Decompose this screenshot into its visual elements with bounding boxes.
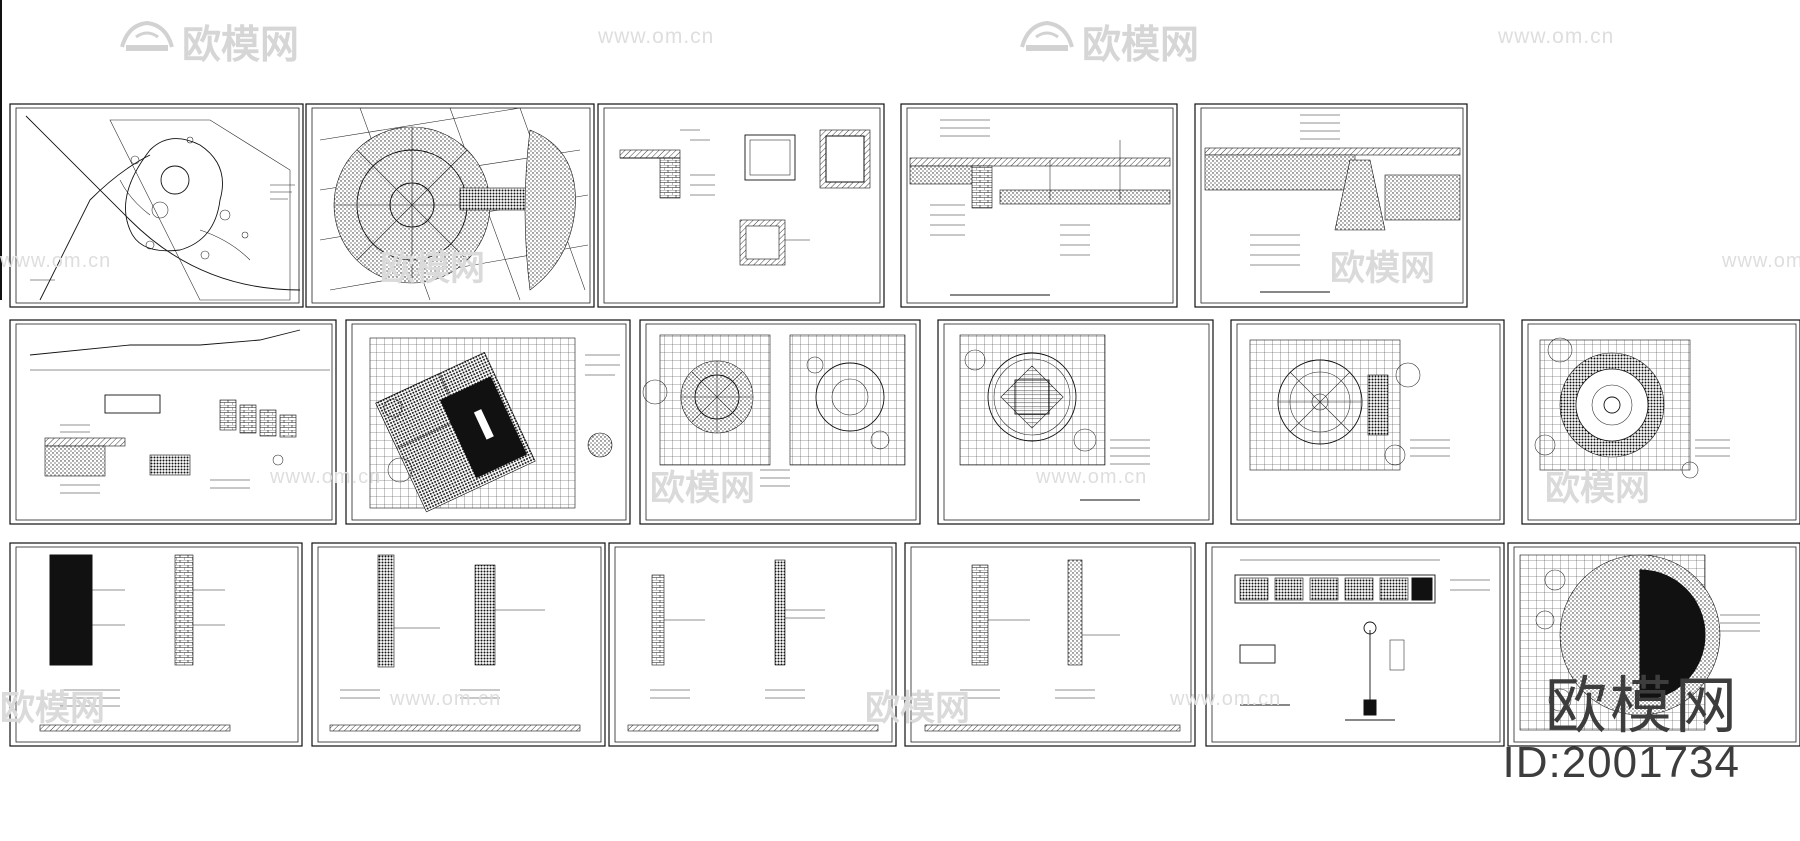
watermark-brand: 欧模网 xyxy=(0,689,106,729)
sheet-circle-spoke xyxy=(1230,319,1505,525)
watermark-url: www.om.cn xyxy=(1498,25,1615,48)
watermark-url: www.om.cn xyxy=(270,466,382,488)
stamp-id: ID:2001734 xyxy=(1502,738,1740,787)
sheet-circle-pair xyxy=(639,319,921,525)
sheet-lamp-elevation xyxy=(1205,542,1505,747)
sheet-plaza-rotated xyxy=(345,319,631,525)
watermark-url: www.om.cn xyxy=(1722,250,1800,272)
watermark-url: www.om.cn xyxy=(598,25,715,48)
sheet-site-plan xyxy=(9,103,304,308)
watermark-brand: 欧模网 xyxy=(380,249,486,289)
watermark-brand: 欧模网 xyxy=(650,469,756,509)
sheet-column-lattice xyxy=(608,542,897,747)
sheet-wall-section xyxy=(1194,103,1468,308)
stamp-brand: 欧模网 xyxy=(1544,669,1740,742)
watermark-logo-icon xyxy=(120,20,174,51)
sheet-column-solid xyxy=(9,542,303,747)
watermark-brand: 欧模网 xyxy=(182,23,300,68)
sheet-edge-section xyxy=(900,103,1178,308)
watermark-url: www.om.cn xyxy=(0,250,112,272)
watermark-brand: 欧模网 xyxy=(1330,249,1436,289)
watermark-url: www.om.cn xyxy=(1036,466,1148,488)
sheet-section-details xyxy=(597,103,885,308)
watermark-url: www.om.cn xyxy=(390,688,502,710)
sheet-column-pair xyxy=(311,542,606,747)
watermark-brand: 欧模网 xyxy=(865,689,971,729)
sheet-column-brick xyxy=(904,542,1196,747)
edge-line xyxy=(0,0,2,300)
watermark-brand: 欧模网 xyxy=(1545,469,1651,509)
sheet-paving-radial xyxy=(305,103,595,308)
watermark-url: www.om.cn xyxy=(1170,688,1282,710)
watermark-brand: 欧模网 xyxy=(1082,23,1200,68)
sheet-long-section xyxy=(9,319,337,525)
sheet-circle-ring xyxy=(1521,319,1800,525)
sheet-planter-plan xyxy=(1507,542,1800,747)
sheet-circle-square xyxy=(937,319,1214,525)
watermark-logo-icon xyxy=(1020,20,1074,51)
